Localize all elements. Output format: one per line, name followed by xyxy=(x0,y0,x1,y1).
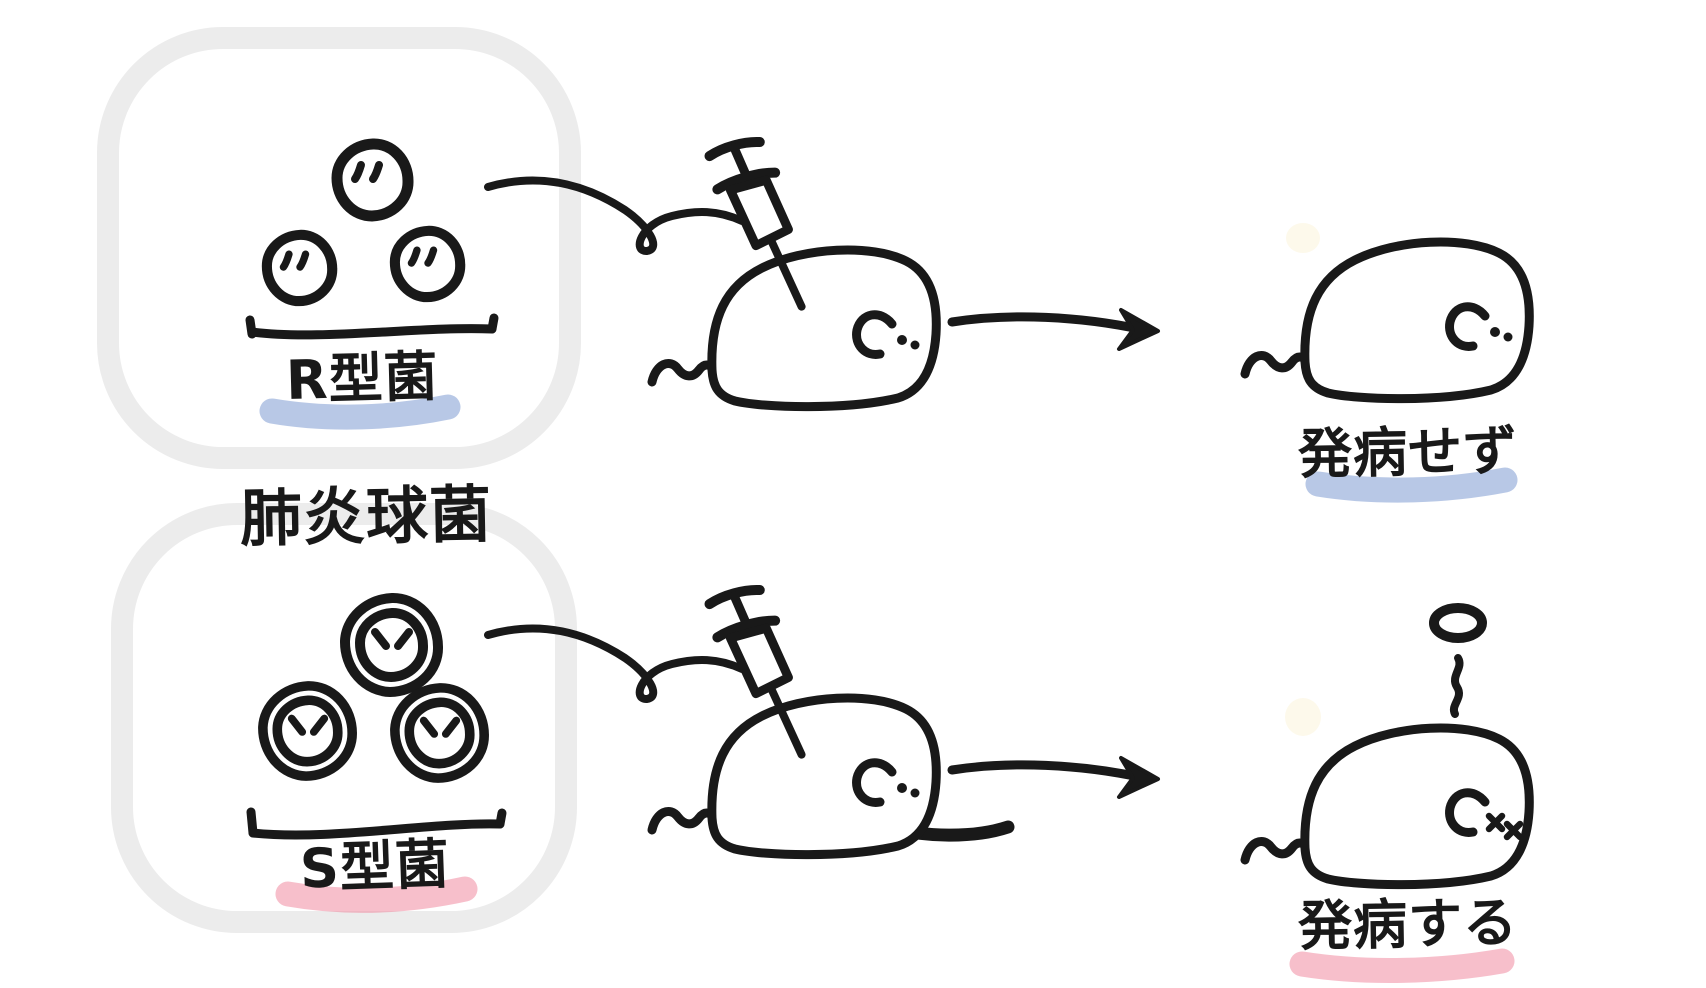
result-no-disease-label: 発病せず xyxy=(1297,419,1519,486)
mouse-result-dead xyxy=(1245,728,1529,885)
result-disease-label: 発病する xyxy=(1297,891,1519,958)
highlight-s-label xyxy=(275,876,478,913)
s-bacterium-3 xyxy=(395,688,484,778)
arrow-top xyxy=(952,310,1158,349)
mouse-result-healthy xyxy=(1245,242,1529,399)
s-bacterium-2 xyxy=(263,686,352,776)
scene-inject-r xyxy=(488,135,936,407)
highlight-no-disease xyxy=(1305,467,1518,503)
s-bacterium-1 xyxy=(345,598,438,692)
r-group-bracket xyxy=(245,313,499,340)
enclosure-top-loop xyxy=(97,27,581,469)
highlight-disease xyxy=(1289,948,1515,983)
r-type-bacteria-group xyxy=(245,144,499,340)
enclosure-bottom-loop xyxy=(111,503,577,933)
mouse-eye xyxy=(1503,332,1513,342)
arrow-bottom xyxy=(952,758,1158,797)
highlight-r-label xyxy=(259,394,461,430)
r-type-label: R型菌 xyxy=(285,345,440,412)
s-type-label: S型菌 xyxy=(298,832,451,901)
r-bacterium-2 xyxy=(267,235,332,301)
mouse-eye xyxy=(1490,327,1500,337)
s-group-bracket xyxy=(246,807,507,840)
r-bacterium-1 xyxy=(337,144,408,216)
mouse-x-eyes xyxy=(1485,812,1524,841)
r-bacterium-3 xyxy=(395,231,460,297)
paper-smudge xyxy=(1285,698,1321,736)
s-type-bacteria-group xyxy=(246,598,507,840)
halo-icon xyxy=(1429,603,1487,643)
spirit-squiggle xyxy=(1449,654,1464,718)
paper-smudge xyxy=(1286,223,1320,253)
pneumococcus-label: 肺炎球菌 xyxy=(239,477,493,556)
